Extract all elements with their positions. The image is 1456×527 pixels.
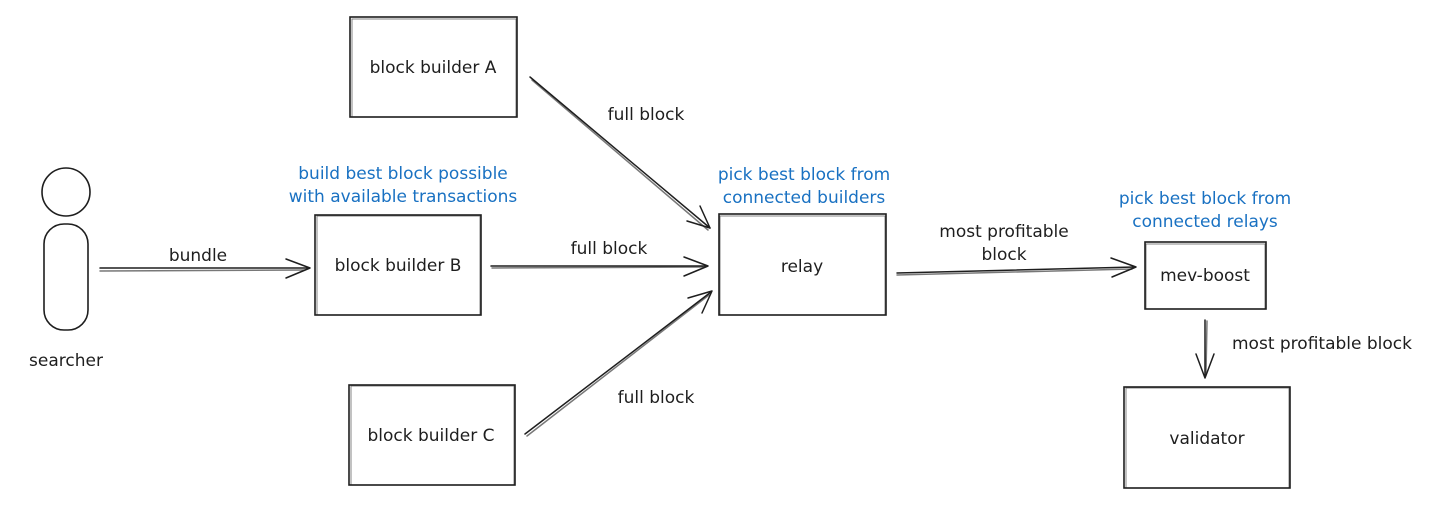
arrow-searcher-to-builder-b <box>99 258 311 279</box>
validator-label: validator <box>1169 429 1244 449</box>
edge-label-full-block-b: full block <box>571 239 648 259</box>
block-builder-b: block builder B <box>314 214 482 316</box>
edge-label-most-profitable-line1: most profitable <box>939 222 1068 242</box>
mev-boost-node: mev-boost <box>1144 241 1267 310</box>
block-builder-c: block builder C <box>348 384 516 486</box>
arrow-relay-to-mev-boost <box>896 257 1137 278</box>
mev-boost-label: mev-boost <box>1160 266 1250 286</box>
edge-label-most-profitable-line2: block <box>981 245 1026 265</box>
searcher-label: searcher <box>29 351 103 371</box>
block-builder-c-label: block builder C <box>367 426 494 446</box>
relay-node: relay <box>718 213 887 316</box>
edge-label-most-profitable-block: most profitable block <box>1232 334 1412 354</box>
annotation-builder-b-line2: with available transactions <box>289 187 518 207</box>
arrow-builder-a-to-relay <box>529 76 711 231</box>
annotation-mev-boost-line1: pick best block from <box>1119 189 1291 209</box>
annotation-relay-line2: connected builders <box>723 188 886 208</box>
searcher-actor: searcher <box>29 167 103 371</box>
block-builder-b-label: block builder B <box>335 256 462 276</box>
block-builder-a: block builder A <box>349 16 518 118</box>
edge-label-full-block-c: full block <box>618 388 695 408</box>
edge-label-bundle: bundle <box>169 246 227 266</box>
edge-label-full-block-a: full block <box>608 105 685 125</box>
arrow-builder-c-to-relay <box>524 290 713 437</box>
annotation-builder-b-line1: build best block possible <box>298 164 508 184</box>
arrow-builder-b-to-relay <box>490 256 709 277</box>
relay-label: relay <box>781 257 823 277</box>
annotation-mev-boost-line2: connected relays <box>1132 212 1278 232</box>
annotation-relay-line1: pick best block from <box>718 165 890 185</box>
block-builder-a-label: block builder A <box>370 58 497 78</box>
arrow-mev-boost-to-validator <box>1195 319 1215 379</box>
searcher-body <box>43 223 89 331</box>
searcher-head <box>41 167 91 217</box>
validator-node: validator <box>1123 386 1291 489</box>
